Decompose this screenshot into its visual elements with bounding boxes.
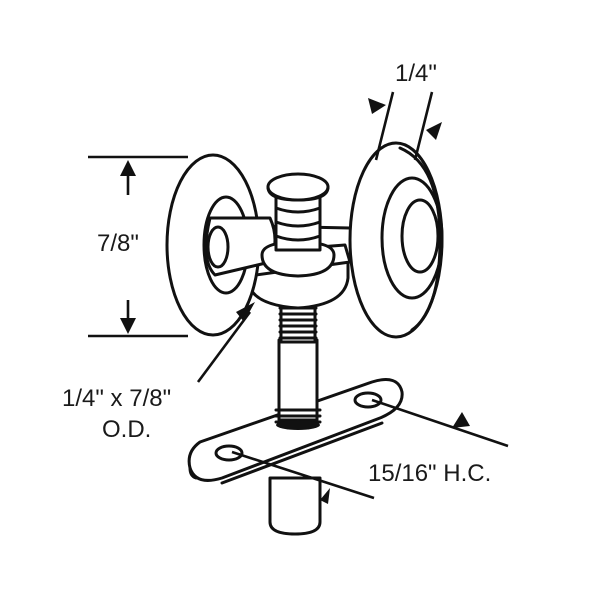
wheel-diameter-label: 7/8" [97, 230, 139, 257]
hole-center-dimension [231, 398, 509, 504]
left-wheel [165, 153, 277, 337]
diameter-dimension [88, 155, 188, 338]
width-dimension [368, 91, 442, 161]
threaded-stem [274, 300, 322, 430]
bottom-pin [268, 476, 322, 536]
right-wheel [348, 141, 444, 339]
wheel-od-label: O.D. [102, 416, 152, 443]
hole-center-label: 15/16" H.C. [368, 460, 492, 487]
wheel-spec-leader [196, 302, 255, 383]
top-post [260, 172, 336, 278]
wheel-width-label: 1/4" [395, 60, 437, 87]
wheel-spec-label: 1/4" x 7/8" [62, 385, 172, 412]
